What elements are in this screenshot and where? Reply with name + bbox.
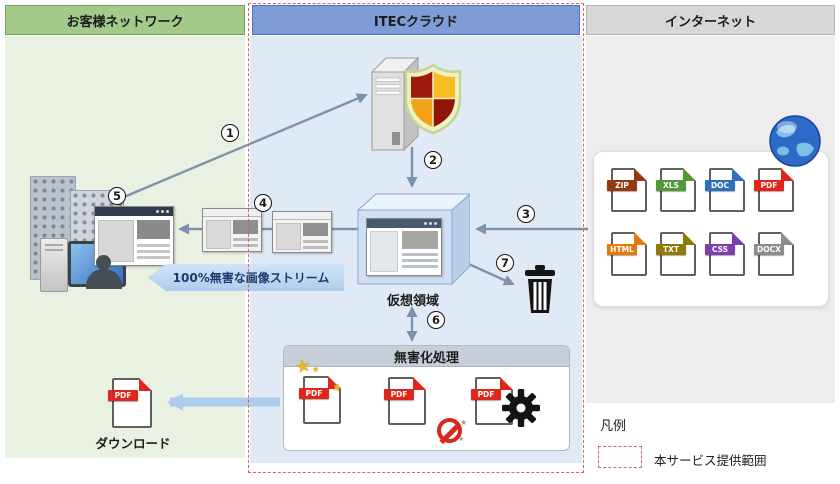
file-icon-zip: ZIP <box>607 168 647 212</box>
file-icon-infected: PDF <box>471 377 513 425</box>
file-icon-doc: DOC <box>705 168 745 212</box>
file-type-badge: CSS <box>705 244 735 255</box>
security-shield-icon <box>404 63 462 135</box>
file-icon-html: HTML <box>607 232 647 276</box>
file-type-badge: TXT <box>656 244 686 255</box>
burst-spark-icon: ★ <box>458 435 465 443</box>
step-badge-4: 4 <box>254 194 272 212</box>
legend-scope-label: 本サービス提供範囲 <box>654 453 767 468</box>
file-type-badge: XLS <box>656 180 686 191</box>
stream-frame-window-1 <box>202 208 262 252</box>
burst-spark-icon: ★ <box>460 418 468 427</box>
sanitization-title: 無害化処理 <box>393 350 459 366</box>
file-type-badge: HTML <box>607 244 637 255</box>
file-icon-cleaning: PDF <box>384 377 426 425</box>
step-badge-2: 2 <box>424 151 442 169</box>
internet-header: インターネット <box>586 5 835 35</box>
step-badge-5: 5 <box>108 187 126 205</box>
sanitization-header: 無害化処理 <box>284 346 569 367</box>
file-type-badge: PDF <box>108 390 138 401</box>
virtual-area-browser-window <box>366 218 442 276</box>
desktop-tower-icon <box>40 238 68 292</box>
sparkle-star-icon: ★ <box>312 365 320 374</box>
step-badge-3: 3 <box>517 205 535 223</box>
sparkle-star-icon: ★ <box>292 354 314 379</box>
file-type-badge: PDF <box>299 388 329 399</box>
window-buttons-icon <box>166 210 169 213</box>
step-badge-1: 1 <box>221 124 239 142</box>
file-icon-xls: XLS <box>656 168 696 212</box>
download-label: ダウンロード <box>95 436 171 451</box>
step-badge-6: 6 <box>427 311 445 329</box>
globe-icon <box>769 115 821 167</box>
file-icon-pdf: PDF <box>754 168 794 212</box>
file-icon-download: PDF <box>108 378 152 428</box>
file-icon-txt: TXT <box>656 232 696 276</box>
step-badge-7: 7 <box>496 254 514 272</box>
window-buttons-icon <box>434 222 437 225</box>
file-type-badge: ZIP <box>607 180 637 191</box>
file-icon-docx: DOCX <box>754 232 794 276</box>
file-type-badge: PDF <box>471 389 501 400</box>
legend-title: 凡例 <box>600 419 627 434</box>
file-type-badge: PDF <box>754 180 784 191</box>
internet-title: インターネット <box>664 14 756 30</box>
customer-network-header: お客様ネットワーク <box>5 5 245 35</box>
file-type-badge: DOC <box>705 180 735 191</box>
file-type-badge: PDF <box>384 389 414 400</box>
itec-cloud-title: ITECクラウド <box>373 14 459 30</box>
stream-frame-window-2 <box>272 211 332 253</box>
virtual-area-label: 仮想領域 <box>386 294 439 309</box>
legend-scope-swatch <box>598 446 642 468</box>
browser-titlebar <box>95 207 173 216</box>
file-type-badge: DOCX <box>754 244 784 255</box>
file-icon-css: CSS <box>705 232 745 276</box>
malware-gear-icon <box>502 389 540 427</box>
prohibition-icon <box>437 418 462 444</box>
itec-cloud-header: ITECクラウド <box>252 5 580 35</box>
file-icon-clean: PDF <box>299 376 341 424</box>
stream-banner-label: 100%無害な画像ストリーム <box>172 271 330 285</box>
customer-network-title: お客様ネットワーク <box>66 14 184 30</box>
trash-icon <box>525 265 555 313</box>
stream-banner: 100%無害な画像ストリーム <box>148 264 344 291</box>
